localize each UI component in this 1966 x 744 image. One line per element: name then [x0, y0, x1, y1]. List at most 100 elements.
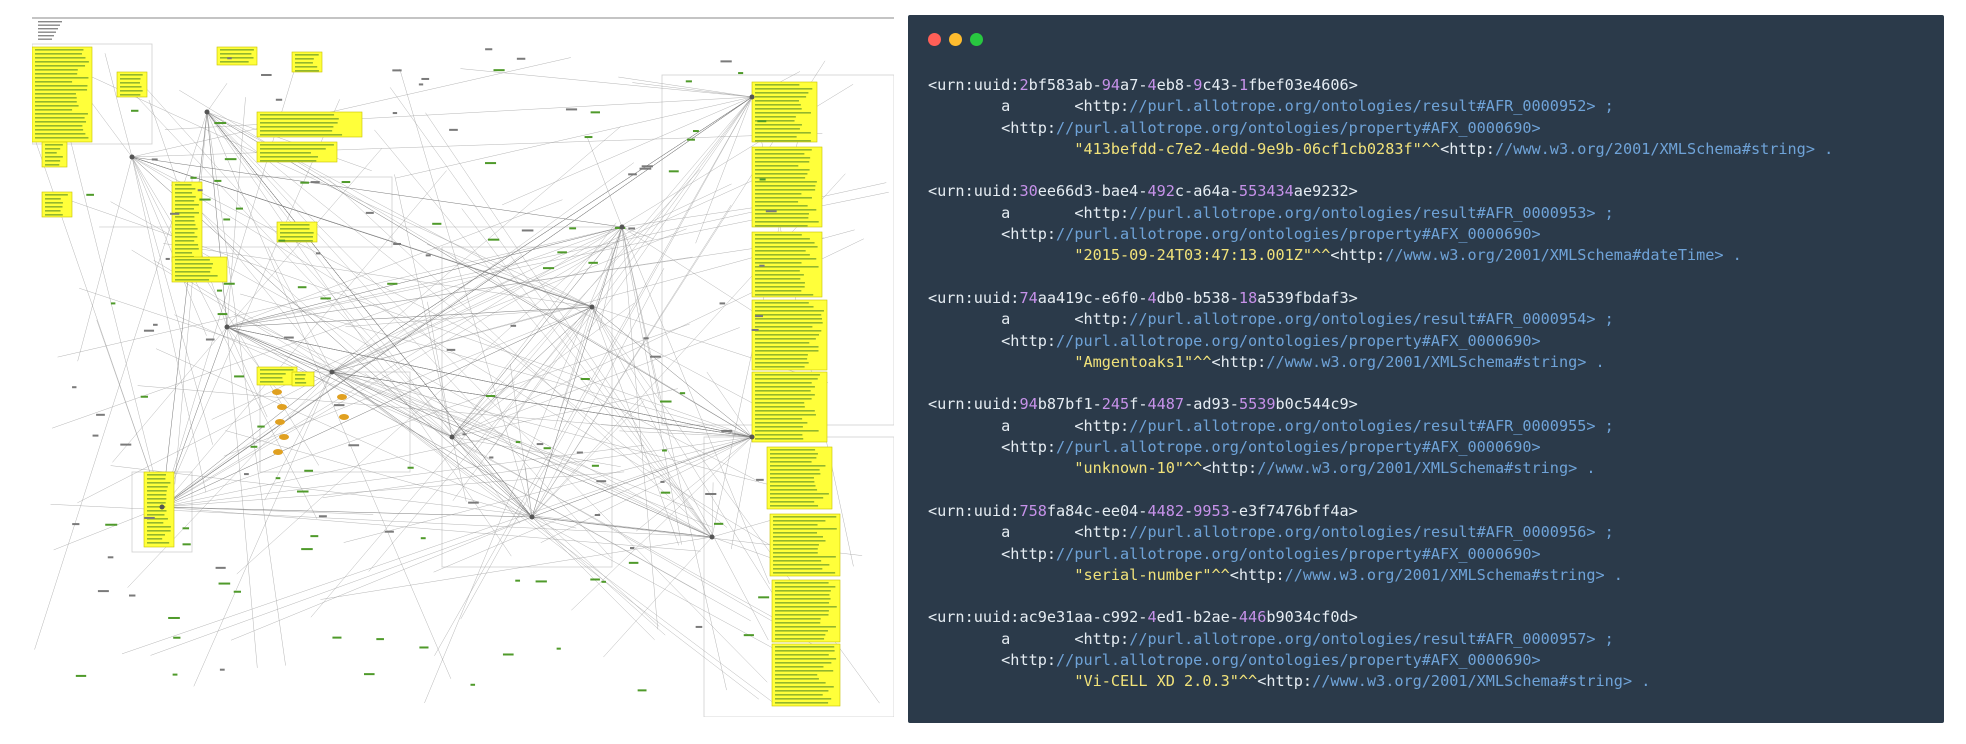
graph-node: [92, 434, 99, 437]
node-label-row: [755, 350, 819, 352]
node-label-row: [755, 414, 816, 416]
node-label-row: [35, 105, 79, 107]
subject-line: <urn:uuid:74aa419c-e6f0-4db0-b538-18a539…: [928, 288, 1833, 309]
node-label-row: [147, 474, 167, 476]
graph-edge: [618, 76, 753, 98]
node-label-row: [45, 164, 60, 166]
graph-edge: [153, 260, 453, 438]
graph-edge: [381, 374, 713, 538]
cluster-frame: [441, 246, 613, 568]
node-label-row: [260, 114, 335, 116]
graph-edge: [591, 306, 791, 622]
node-label-row: [45, 148, 61, 150]
graph-node: [190, 176, 197, 179]
graph-node: [628, 561, 639, 564]
graph-edge: [531, 516, 783, 654]
node-label-row: [775, 646, 835, 648]
graph-edge: [161, 323, 690, 508]
graph-edge: [131, 156, 820, 576]
uuid-part: >: [1348, 182, 1358, 201]
node-label-row: [175, 216, 195, 218]
graph-edge: [161, 434, 504, 508]
literal-line: "2015-09-24T03:47:13.001Z"^^<http://www.…: [928, 245, 1833, 266]
node-label-row: [295, 70, 319, 72]
node-label-row: [755, 153, 805, 155]
hub-node: [529, 514, 535, 520]
graph-edge: [451, 436, 533, 518]
uuid-part: ae9232: [1293, 182, 1349, 201]
node-label-row: [755, 430, 819, 432]
node-label-row: [755, 205, 808, 207]
node-label-row: [45, 194, 68, 196]
graph-node: [86, 193, 94, 196]
node-label-row: [45, 210, 61, 212]
uuid-part: 4: [1147, 76, 1157, 94]
graph-edge: [531, 400, 645, 518]
graph-node: [310, 535, 319, 538]
property-uri: //purl.allotrope.org/ontologies/property…: [1056, 651, 1541, 670]
node-label-row: [773, 548, 818, 550]
node-label-row: [35, 97, 77, 99]
type-uri: //purl.allotrope.org/ontologies/result#A…: [1129, 97, 1614, 116]
graph-node: [421, 77, 430, 80]
graph-node: [168, 616, 180, 619]
type-line: a <http://purl.allotrope.org/ontologies/…: [928, 309, 1833, 330]
node-label-row: [35, 73, 78, 75]
graph-edge: [161, 65, 296, 508]
uri-scheme: <http:: [1229, 565, 1285, 584]
uuid-part: fa84c-ee04-: [1046, 501, 1148, 520]
node-label-row: [755, 254, 810, 256]
minimize-button[interactable]: [949, 33, 962, 46]
node-label-row: [755, 410, 815, 412]
node-label-row: [175, 196, 196, 198]
orange-node: [337, 394, 347, 400]
graph-edge: [226, 326, 753, 438]
node-label-row: [220, 61, 249, 63]
subject-line: <urn:uuid:2bf583ab-94a7-4eb8-9c43-1fbef0…: [928, 75, 1833, 96]
graph-edge: [368, 306, 593, 572]
node-label-row: [260, 126, 334, 128]
uuid-part: a7-: [1120, 76, 1148, 94]
graph-edge: [632, 82, 753, 98]
uuid-part: aa419c-e6f0-: [1037, 288, 1148, 307]
graph-node: [140, 395, 148, 398]
graph-edge: [131, 156, 213, 445]
hub-node: [204, 109, 210, 115]
window-controls: [928, 33, 983, 46]
graph-edge: [395, 96, 753, 179]
uuid-part: b9034cf0d: [1266, 608, 1349, 627]
node-label-row: [120, 90, 143, 92]
maximize-button[interactable]: [970, 33, 983, 46]
node-label-row: [295, 58, 314, 60]
node-label-row: [770, 453, 818, 455]
close-button[interactable]: [928, 33, 941, 46]
graph-node: [510, 324, 517, 327]
graph-edge: [206, 111, 228, 328]
graph-node: [250, 445, 258, 448]
node-label-row: [35, 57, 86, 59]
graph-node: [462, 433, 467, 436]
subject-prefix: <urn:uuid:: [928, 501, 1020, 520]
node-label-row: [175, 220, 195, 222]
node-label-row: [147, 498, 167, 500]
graph-edge: [461, 208, 713, 538]
property-line: <http://purl.allotrope.org/ontologies/pr…: [928, 544, 1833, 565]
uuid-part: b0c544c9: [1275, 395, 1349, 414]
graph-edge: [161, 162, 634, 508]
node-label-row: [755, 386, 815, 388]
node-label-row: [45, 214, 63, 216]
graph-node: [97, 590, 109, 593]
turtle-code-listing: <urn:uuid:2bf583ab-94a7-4eb8-9c43-1fbef0…: [928, 75, 1833, 693]
graph-node: [420, 537, 426, 540]
uuid-part: a539fbdaf3: [1257, 288, 1349, 307]
literal-line: "serial-number"^^<http://www.w3.org/2001…: [928, 565, 1833, 586]
node-label-row: [147, 506, 166, 508]
graph-node: [297, 286, 307, 289]
node-label-row: [755, 209, 817, 211]
graph-node: [205, 338, 215, 341]
node-label-row: [773, 520, 826, 522]
node-label-row: [755, 165, 799, 167]
graph-node: [719, 302, 726, 305]
node-label-row: [175, 192, 193, 194]
graph-node: [393, 242, 401, 245]
